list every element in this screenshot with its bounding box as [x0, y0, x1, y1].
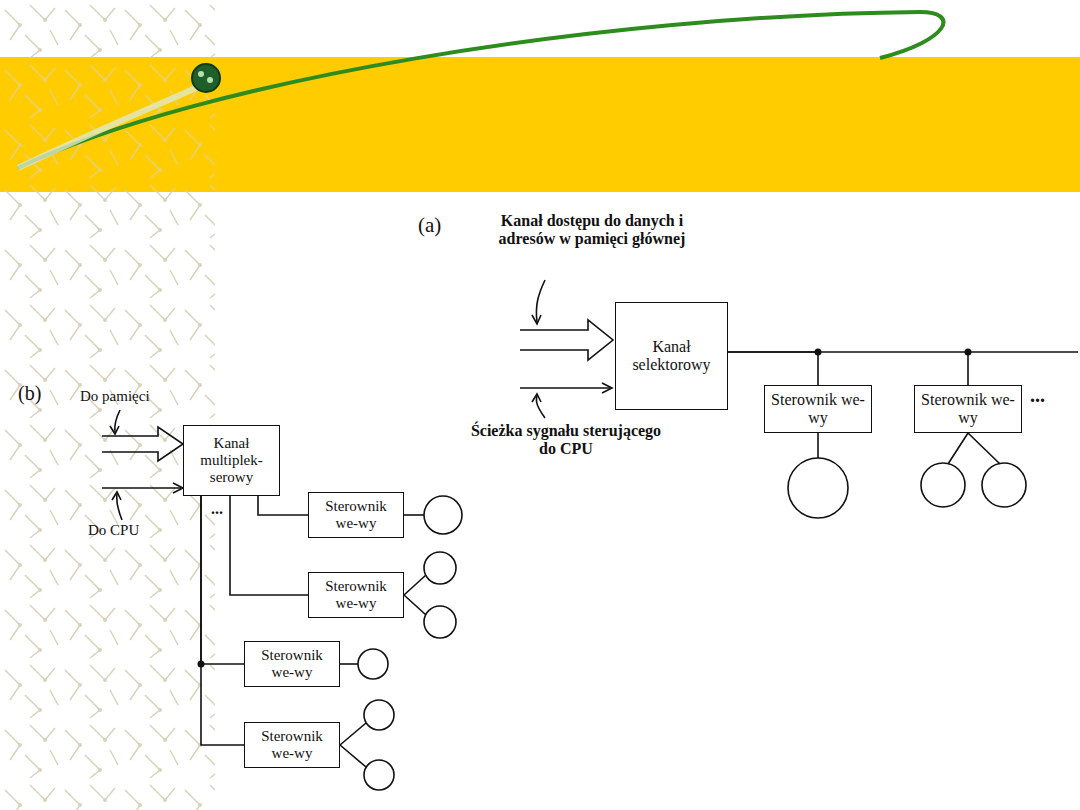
bus-line [968, 351, 1078, 353]
bus-connector [201, 496, 244, 664]
ellipsis: ... [1030, 384, 1066, 406]
control-arrow [602, 383, 612, 393]
title-band [0, 57, 1080, 192]
data-bus-arrow [520, 320, 613, 360]
controller-box: Kanał selektorowy [615, 302, 728, 410]
device-symbol [364, 700, 394, 730]
figure-tag: (b) [18, 382, 58, 404]
device-symbol [921, 463, 965, 507]
controller-box: Sterownik we-wy [244, 641, 340, 687]
controller-box: Sterownik we-wy [308, 492, 404, 538]
bus-connector [728, 352, 818, 385]
box-text: Sterownik we-wy [251, 647, 333, 681]
figure-tag: (a) [418, 214, 458, 238]
leader-line [532, 315, 541, 324]
device-symbol [982, 463, 1026, 507]
device-wire [948, 433, 1000, 464]
control-arrow [102, 487, 181, 489]
control-arrow [520, 387, 610, 389]
orbit-ball [198, 71, 204, 77]
bus-connector [201, 496, 244, 745]
leader-line [536, 396, 545, 418]
box-text: Kanał multiplek- serowy [190, 435, 273, 485]
orbit-ball [207, 77, 213, 83]
leader-line [110, 426, 119, 434]
input-label: Ścieżka sygnału sterującego do CPU [466, 422, 666, 458]
device-wire [404, 575, 426, 615]
bus-connector [728, 352, 968, 385]
control-arrow [173, 483, 183, 493]
device-symbol [424, 552, 456, 584]
bus-connector [230, 496, 308, 595]
box-text: Sterownik we-wy [315, 578, 397, 612]
controller-box: Sterownik we-wy [244, 722, 340, 768]
orbit-line [18, 12, 943, 168]
decor-strip [0, 57, 215, 192]
input-label: Do pamięci [80, 388, 190, 405]
controller-box: Sterownik we-wy [914, 385, 1022, 433]
device-symbol [424, 606, 456, 638]
controller-box: Sterownik we-wy [308, 572, 404, 618]
box-text: Sterownik we-wy [921, 391, 1015, 427]
controller-box: Sterownik we-wy [764, 385, 872, 433]
device-symbol [364, 760, 394, 790]
device-wire [404, 514, 424, 516]
input-label: Kanał dostępu do danych i adresów w pami… [492, 212, 692, 248]
input-label: Do CPU [88, 522, 178, 539]
leader-line [532, 394, 541, 402]
box-text: Sterownik we-wy [251, 728, 333, 762]
decor-strip [0, 0, 215, 810]
device-symbol [358, 649, 388, 679]
bus-connector [258, 496, 308, 515]
ellipsis: ... [204, 500, 230, 518]
device-wire [340, 663, 358, 665]
device-wire [817, 433, 819, 458]
device-wire [340, 723, 366, 767]
device-symbol [424, 496, 462, 534]
box-text: Kanał selektorowy [622, 338, 721, 374]
orbit-tail [18, 86, 200, 168]
data-bus-arrow [102, 427, 183, 461]
leader-line [112, 492, 121, 500]
device-symbol [788, 458, 848, 518]
controller-box: Kanał multiplek- serowy [183, 425, 280, 496]
box-text: Sterownik we-wy [315, 498, 397, 532]
box-text: Sterownik we-wy [771, 391, 865, 427]
orbit-ball [192, 64, 220, 92]
